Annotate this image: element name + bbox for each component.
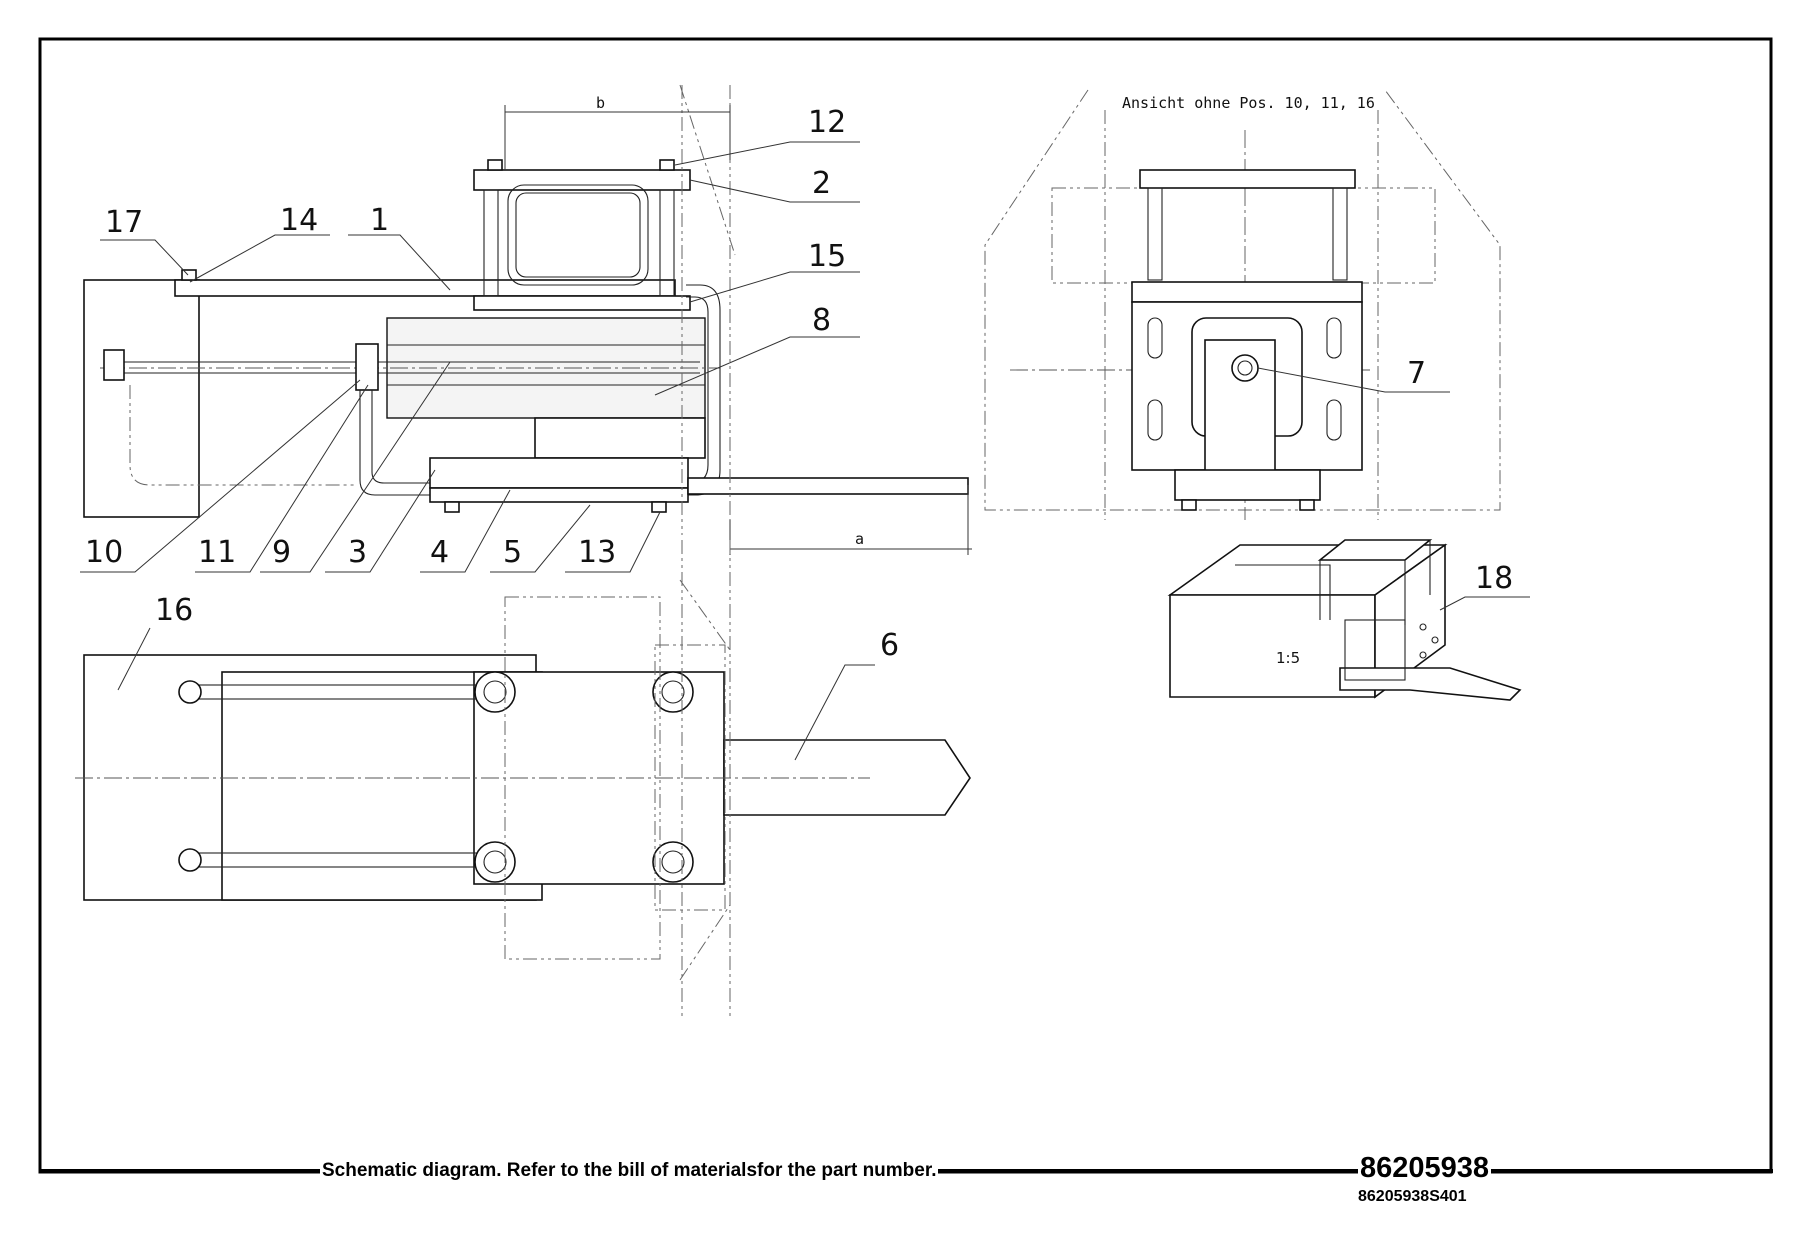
callout-5: 5 [503,535,522,570]
callout-11: 11 [198,535,236,570]
front-view-phantom-envelope [984,89,1501,511]
top-bar-part-1 [174,279,676,297]
callout-17: 17 [105,205,143,240]
callout-6: 6 [880,628,899,663]
isometric-view [1167,539,1522,701]
callout-7: 7 [1407,356,1426,391]
clamp-bolt-left [483,189,499,297]
lower-plate-4 [429,487,689,503]
callout-14: 14 [280,203,318,238]
scale-label: 1:5 [1276,649,1300,667]
front-base [1174,469,1321,501]
dimension-b: b [504,94,731,170]
callout-2: 2 [812,166,831,201]
view-note: Ansicht ohne Pos. 10, 11, 16 [1122,94,1375,112]
callout-1: 1 [370,203,389,238]
clamp-plate-top [473,169,691,191]
callout-16: 16 [155,593,193,628]
nut-right-top [659,159,675,171]
front-plate [1131,281,1363,303]
top-view [75,540,971,1020]
pivot-part-7 [1231,354,1259,382]
nut-13-left [444,501,460,513]
callout-13: 13 [578,535,616,570]
fork-tine-6 [723,739,971,816]
dimension-b-label: b [596,94,605,112]
slide-spacer [534,417,706,459]
clamp-plate-bottom [473,295,691,311]
front-clamp-top [1139,169,1356,189]
leader-lines [80,141,1530,761]
callout-9: 9 [272,535,291,570]
callout-15: 15 [808,239,846,274]
nut-13-right [651,501,667,513]
bolt-head-ul [474,671,516,713]
lower-plate-3 [429,457,689,489]
iso-housing-side [1374,543,1446,699]
nut-left-top [487,159,503,171]
nut-17 [181,269,197,281]
dimension-a-label: a [855,530,864,548]
phantom-loop [129,385,355,486]
part-number: 86205938 [1358,1152,1492,1185]
fork-tine-section [507,184,649,286]
callout-8: 8 [812,303,831,338]
bolt-head-ur [652,671,694,713]
fork-tine-section-inner [515,192,641,278]
callout-12: 12 [808,105,846,140]
rod-end-nut [103,349,125,381]
callout-10: 10 [85,535,123,570]
callout-18: 18 [1475,561,1513,596]
clamp-bolt-right [659,189,675,297]
front-view [984,89,1501,520]
rod-washer-10-11 [355,343,379,391]
dimension-a: a [729,485,972,555]
bolt-head-ll [474,841,516,883]
schematic-caption: Schematic diagram. Refer to the bill of … [320,1160,939,1182]
bolt-head-lr [652,841,694,883]
carrier-plate-side [83,279,200,518]
callout-3: 3 [348,535,367,570]
side-view [83,84,969,535]
iso-fork-tine [1339,667,1522,701]
sheet-id: 86205938S401 [1358,1188,1467,1205]
callout-4: 4 [430,535,449,570]
